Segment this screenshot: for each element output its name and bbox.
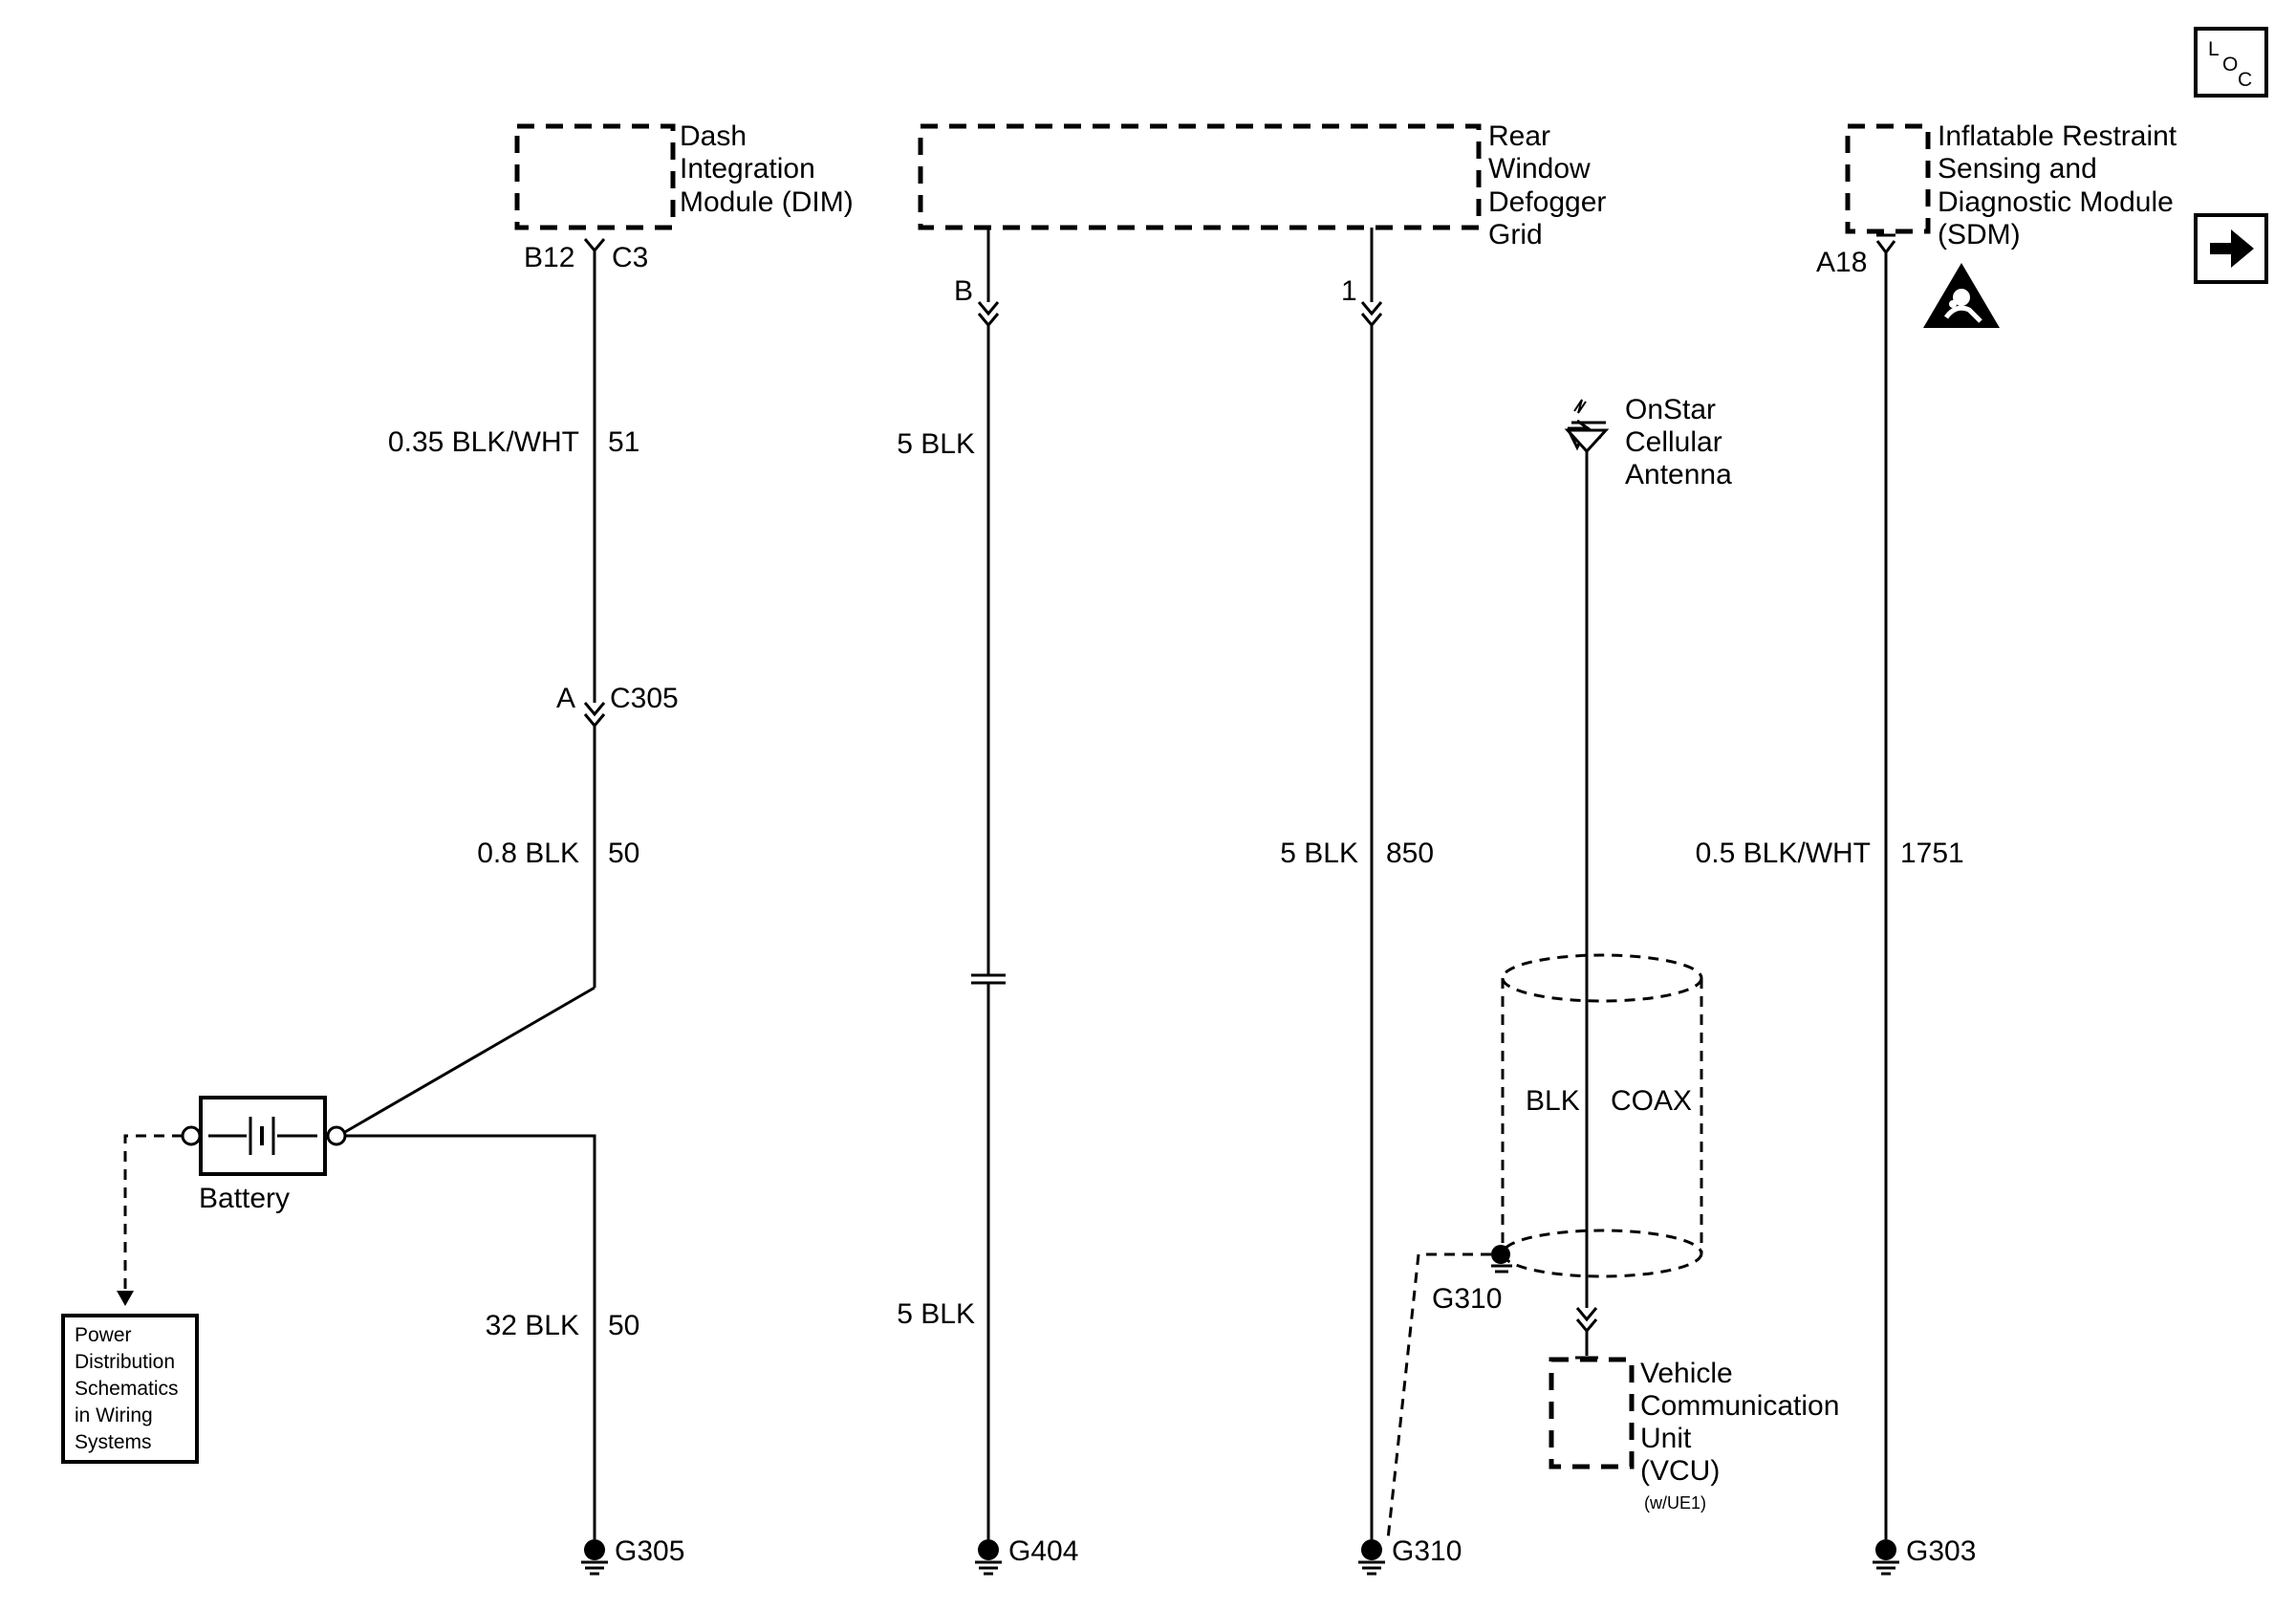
ground-g310-icon (1358, 1539, 1385, 1576)
ground-g303-icon (1873, 1539, 1899, 1576)
arrow-right-icon[interactable] (2194, 213, 2268, 284)
wire-defog-1-circuit: 850 (1386, 838, 1434, 869)
dim-pin-c3: C3 (612, 242, 648, 273)
onstar-label-line3: Antenna (1625, 459, 1732, 490)
wire-defog-b-lower-spec: 5 BLK (897, 1298, 975, 1330)
wire-dim-lower-circuit: 50 (608, 838, 639, 869)
shield-ground-dot (1491, 1245, 1510, 1264)
sdm-label-line3: Diagnostic Module (1938, 186, 2174, 218)
ground-g404-label: G404 (1008, 1535, 1078, 1567)
onstar-label-line1: OnStar (1625, 394, 1716, 425)
wire-defog-1-spec: 5 BLK (1280, 838, 1358, 869)
vehicle-communication-unit (1549, 1357, 1635, 1469)
vcu-connector-upper (1575, 1307, 1598, 1322)
coax-shield (1501, 953, 1703, 1278)
onstar-antenna-icon (1564, 399, 1610, 454)
wire-dim-upper-spec: 0.35 BLK/WHT (388, 426, 579, 458)
wire-to-battery-positive (337, 986, 596, 1138)
wire-dim-upper-circuit: 51 (608, 426, 639, 458)
airbag-warning-icon (1923, 263, 2000, 328)
coax-label-blk: BLK (1526, 1085, 1580, 1117)
wire-dim-lower-spec: 0.8 BLK (477, 838, 579, 869)
shield-ground-drain-line (1386, 1252, 1491, 1540)
defogger-pin-1-connector-upper (1360, 301, 1383, 316)
defogger-pin-b-connector-upper (977, 301, 1000, 316)
wire-sdm-circuit: 1751 (1900, 838, 1964, 869)
power-distribution-line3: Schematics (75, 1378, 179, 1400)
loc-icon-letter-c: C (2238, 69, 2252, 91)
battery (181, 1096, 347, 1176)
defogger-label-line3: Defogger (1488, 186, 1606, 218)
c305-pin-a: A (556, 683, 575, 714)
power-distribution-line2: Distribution (75, 1351, 175, 1373)
ground-g305-icon (581, 1539, 608, 1576)
power-distribution-line5: Systems (75, 1431, 152, 1453)
rear-window-defogger-grid: Rear Window Defogger Grid (918, 120, 1606, 250)
defogger-pin-1: 1 (1341, 275, 1357, 307)
power-distribution-line4: in Wiring (75, 1404, 153, 1426)
wire-battery-ground-circuit: 50 (608, 1310, 639, 1341)
dim-pin-b12: B12 (524, 242, 574, 273)
power-distribution-reference-line (123, 1134, 183, 1291)
defogger-label-line4: Grid (1488, 219, 1543, 250)
vcu-label-line4: (VCU) (1640, 1455, 1720, 1487)
dim-connector-symbol (583, 238, 606, 253)
defogger-label-line2: Window (1488, 153, 1591, 185)
ground-g305-label: G305 (615, 1535, 684, 1567)
defogger-label-line1: Rear (1488, 120, 1550, 152)
vcu-label-line3: Unit (1640, 1423, 1692, 1454)
inflatable-restraint-sdm (1845, 123, 1931, 234)
ground-g404-icon (975, 1539, 1002, 1576)
loc-icon-letter-o: O (2222, 54, 2238, 76)
vcu-option-note: (w/UE1) (1644, 1493, 1706, 1513)
ground-g303-label: G303 (1906, 1535, 1976, 1567)
dim-label-line1: Dash (680, 120, 747, 152)
vcu-label-line2: Communication (1640, 1390, 1839, 1422)
sdm-label-line2: Sensing and (1938, 153, 2097, 185)
wire-battery-ground (345, 1134, 596, 1539)
power-distribution-box[interactable]: Power Distribution Schematics in Wiring … (61, 1314, 199, 1464)
power-distribution-line1: Power (75, 1324, 132, 1346)
coax-label-coax: COAX (1611, 1085, 1692, 1117)
sdm-label-line4: (SDM) (1938, 219, 2021, 250)
sdm-label-line1: Inflatable Restraint (1938, 120, 2177, 152)
vcu-label-line1: Vehicle (1640, 1358, 1733, 1389)
ground-g310-label: G310 (1392, 1535, 1462, 1567)
dash-integration-module: Dash Integration Module (DIM) (514, 120, 854, 230)
loc-icon-letter-l: L (2208, 38, 2220, 60)
onstar-label-line2: Cellular (1625, 426, 1722, 458)
dim-label-line2: Integration (680, 153, 815, 185)
sdm-connector-symbol (1875, 240, 1896, 255)
battery-label: Battery (199, 1183, 290, 1214)
wire-sdm-spec: 0.5 BLK/WHT (1696, 838, 1871, 869)
wire-battery-ground-spec: 32 BLK (486, 1310, 579, 1341)
sdm-pin-a18: A18 (1816, 247, 1867, 278)
power-distribution-arrow-icon (117, 1291, 134, 1306)
dim-label-line3: Module (DIM) (680, 186, 854, 218)
defogger-pin-b: B (954, 275, 973, 307)
c305-connector-upper (583, 702, 606, 717)
wire-defog-b-upper-spec: 5 BLK (897, 428, 975, 460)
loc-icon[interactable]: L O C (2194, 27, 2268, 98)
c305-label: C305 (610, 683, 679, 714)
shield-ground-label: G310 (1432, 1283, 1502, 1315)
